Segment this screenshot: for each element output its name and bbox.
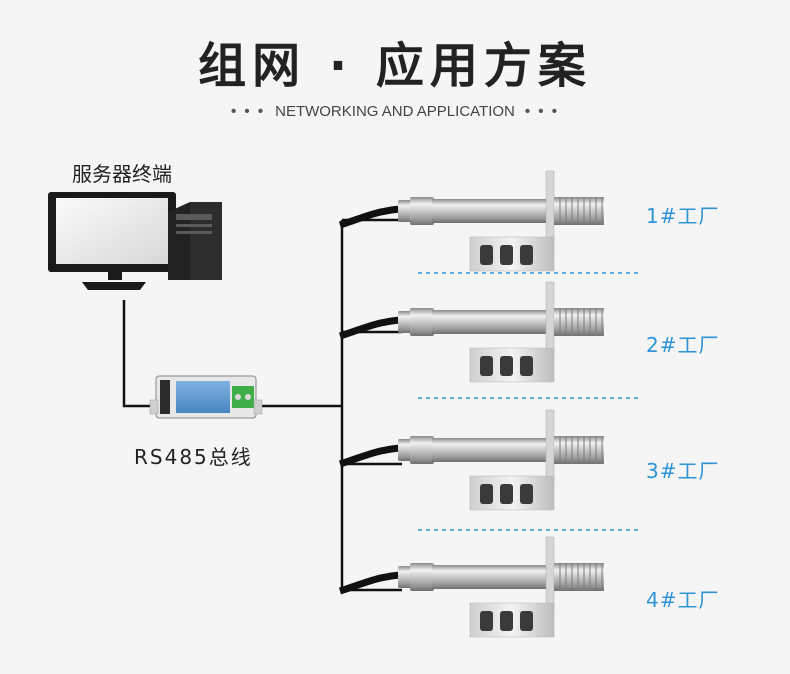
factory-label-4: 4#工厂 [646,588,720,612]
server-label: 服务器终端 [72,162,172,186]
factory-label-2: 2#工厂 [646,333,720,357]
temperature-sensor-icon [340,410,604,510]
computer-monitor-icon [48,192,176,290]
subtitle-text: NETWORKING AND APPLICATION [275,103,515,120]
subtitle-dots-right: • • • [524,103,559,120]
bus-label: RS485总线 [134,445,253,469]
row-separators [418,272,640,531]
factory-label-1: 1#工厂 [646,204,720,228]
subtitle-dots-left: • • • [231,103,266,120]
rs485-converter-icon [149,375,263,419]
factory-label-3: 3#工厂 [646,459,720,483]
pc-tower-icon [168,202,222,280]
page-title: 组网 · 应用方案 [198,38,592,94]
page-subtitle: • • • NETWORKING AND APPLICATION • • • [0,103,790,120]
temperature-sensor-icon [340,537,604,637]
